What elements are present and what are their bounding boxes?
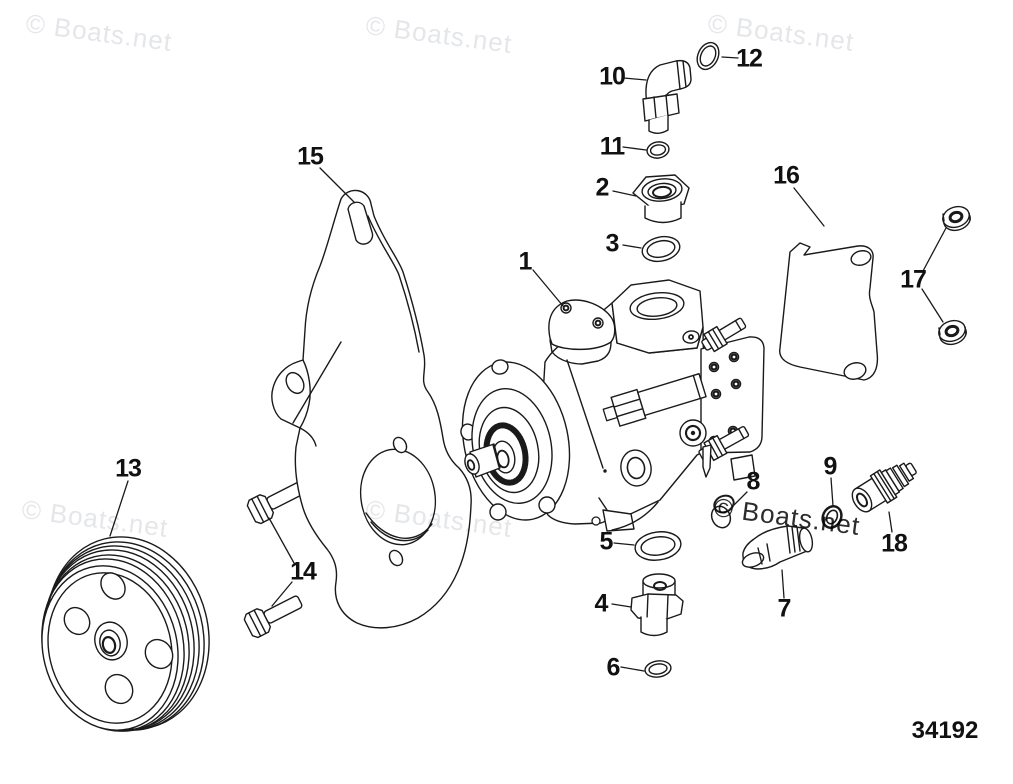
part-plug: [630, 573, 684, 637]
leader-7: [781, 569, 785, 599]
pulley-hole: [63, 606, 91, 636]
leader-lines: [109, 56, 947, 672]
pump-stud-bottom: [698, 425, 750, 462]
leader-14a: [268, 517, 295, 564]
part-oring-3: [641, 235, 681, 263]
part-barb-fitting: [851, 462, 917, 513]
pulley-hole: [100, 572, 126, 600]
leader-11: [622, 146, 647, 151]
bracket-support-hole: [843, 362, 867, 380]
part-hose-elbow: [741, 525, 814, 570]
leader-6: [620, 666, 645, 672]
part-nut-bottom: [938, 319, 967, 346]
part-bracket-main: [271, 189, 472, 629]
leader-4: [611, 603, 632, 608]
bracket-hole-small: [388, 549, 404, 567]
leader-17a: [922, 227, 947, 272]
part-oring-9: [821, 505, 843, 529]
leader-1: [532, 269, 564, 307]
part-oring-6: [644, 660, 672, 678]
leader-10: [623, 77, 647, 81]
pulley-hole: [104, 673, 134, 705]
leader-13: [109, 480, 129, 537]
leader-2: [612, 190, 637, 197]
part-pump-assembly: [460, 279, 765, 532]
leader-3: [622, 244, 642, 249]
leader-18: [888, 511, 893, 533]
leader-5: [613, 542, 635, 546]
part-pulley: [41, 536, 210, 732]
part-bolt-lower: [243, 595, 303, 639]
part-nut-top: [942, 205, 971, 232]
part-fitting-nut: [632, 174, 690, 224]
leader-16: [793, 187, 825, 227]
pulley-hole: [144, 638, 174, 670]
leader-9: [830, 477, 834, 507]
bracket-hole-small: [392, 436, 408, 454]
leader-15: [319, 167, 355, 203]
bracket-slot: [285, 371, 305, 395]
part-clip: [710, 494, 735, 529]
drawing-part-number: 34192: [911, 717, 979, 744]
bracket-hole-large: [359, 448, 437, 546]
leader-14b: [271, 581, 293, 607]
leader-12: [721, 56, 739, 59]
leader-8: [728, 491, 748, 511]
part-oring-5: [634, 531, 682, 561]
part-bracket-support: [779, 242, 879, 381]
part-oring-12: [696, 41, 720, 71]
part-bolt-upper: [246, 481, 306, 525]
leader-17b: [921, 288, 944, 323]
part-oring-11: [646, 141, 670, 159]
pump-stud-top: [701, 317, 747, 353]
part-elbow-fitting-top: [642, 59, 692, 134]
bracket-support-hole: [850, 250, 872, 266]
